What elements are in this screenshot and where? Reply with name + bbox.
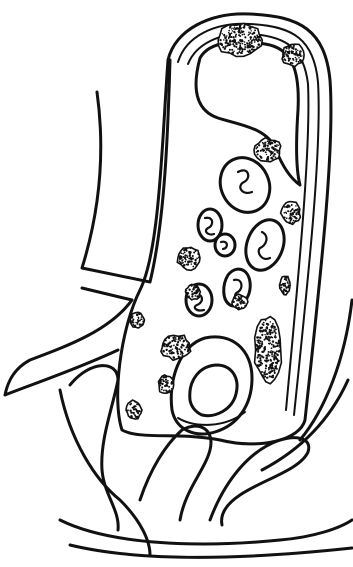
granule-13 [126,400,142,419]
nucleus-inner-fold [178,412,245,425]
nucleus [190,365,237,416]
cell-membrane-envelope [118,14,331,444]
outer-membrane [118,14,331,444]
granule-11 [130,312,144,328]
mitochondrion-2 [239,214,291,275]
granule-8 [279,276,290,295]
granule-2 [282,44,304,66]
granule-3 [254,138,281,162]
granule-4 [281,202,301,225]
granule-5 [177,247,200,270]
lower-left-lobe-2 [70,366,118,530]
outer-tissue-contours [5,60,352,557]
granule-1 [218,24,262,57]
granule-6 [186,284,201,299]
left-fold-contour [5,288,132,395]
granule-10 [255,317,282,384]
mitochondria [186,149,291,316]
bottom-contour-1 [60,520,352,544]
granule-7 [232,294,248,310]
left-wall-contour [82,60,170,282]
central-lower-fold [140,426,211,520]
granule-9 [161,335,191,360]
bottom-contour-2 [70,545,352,557]
granule-12 [159,375,174,394]
mitochondrion-4 [215,234,235,256]
